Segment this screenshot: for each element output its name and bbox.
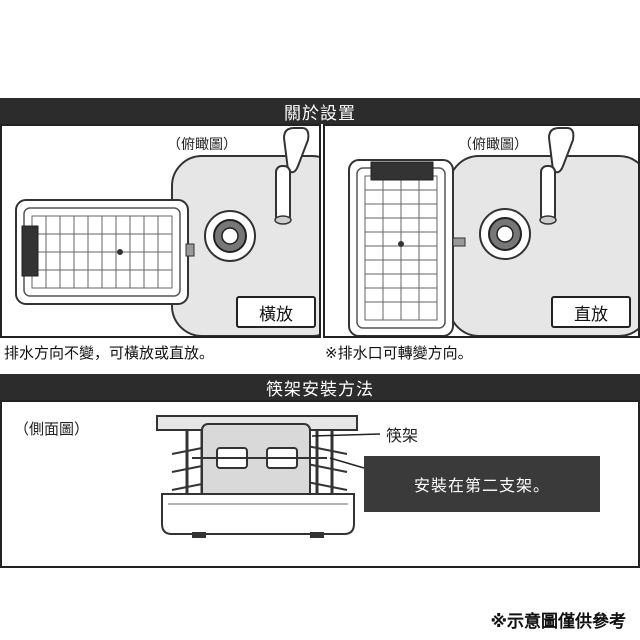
dish-rack-vertical (348, 159, 466, 336)
side-view-panel: （側面圖） 筷架 安裝在第二支架。 (0, 400, 640, 568)
install-instruction-callout: 安裝在第二支架。 (364, 456, 600, 512)
drip-tray (161, 493, 355, 535)
horizontal-tag: 橫放 (236, 296, 316, 328)
vertical-placement-illustration (348, 127, 638, 336)
side-view-label: （側面圖） (14, 420, 90, 438)
top-view-label: （俯瞰圖） (458, 137, 528, 153)
top-view-label: （俯瞰圖） (167, 137, 237, 153)
reference-footnote: ※示意圖僅供參考 (490, 612, 626, 632)
section-title-setup: 關於設置 (0, 98, 640, 124)
vertical-caption: ※排水口可轉變方向。 (325, 344, 473, 362)
chopstick-holder-label: 筷架 (386, 426, 419, 445)
vertical-tag: 直放 (551, 296, 631, 328)
drain-icon (204, 210, 256, 262)
horizontal-caption: 排水方向不變，可橫放或直放。 (4, 344, 215, 362)
faucet-icon (274, 127, 310, 225)
section-title-chopstick-holder: 筷架安裝方法 (0, 374, 640, 400)
drain-icon (479, 208, 531, 260)
dish-rack-horizontal (15, 199, 195, 305)
faucet-icon (539, 127, 575, 225)
horizontal-placement-illustration (15, 127, 319, 336)
horizontal-placement-panel: （俯瞰圖） 橫放 (0, 124, 321, 338)
side-view-illustration (156, 415, 381, 538)
vertical-placement-panel: （俯瞰圖） 直放 (323, 124, 640, 338)
